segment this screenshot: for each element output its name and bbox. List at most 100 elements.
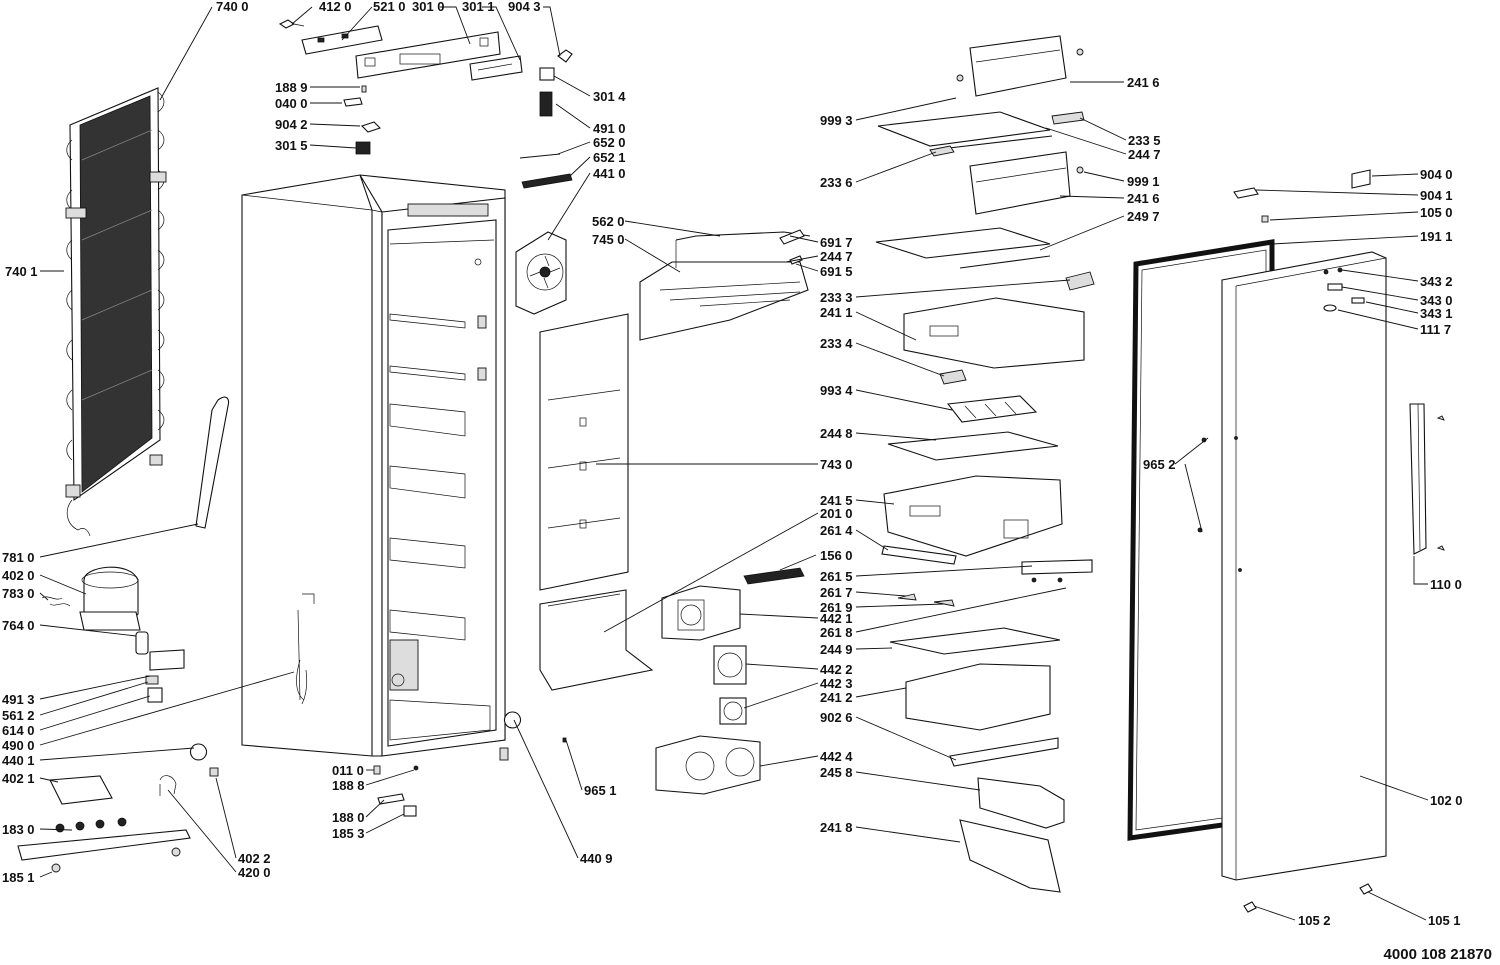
top-electronics-parts <box>278 19 523 81</box>
callout-label: 441 0 <box>593 166 626 181</box>
callout-label: 904 1 <box>1420 188 1453 203</box>
callout-label: 902 6 <box>820 710 853 725</box>
callout-label: 241 5 <box>820 493 853 508</box>
callout-label: 244 8 <box>820 426 853 441</box>
callout-label: 491 3 <box>2 692 35 707</box>
condenser-part <box>65 87 167 537</box>
callout-label: 490 0 <box>2 738 35 753</box>
callout-label: 241 6 <box>1127 191 1160 206</box>
fan-modules-parts <box>655 567 805 795</box>
callout-label: 241 8 <box>820 820 853 835</box>
leader-lines <box>39 6 1429 921</box>
callout-label: 764 0 <box>2 618 35 633</box>
rear-panel-part <box>539 313 629 591</box>
callout-label: 561 2 <box>2 708 35 723</box>
callout-label: 244 7 <box>1128 147 1161 162</box>
hinge-parts <box>1233 169 1373 913</box>
callout-label: 904 3 <box>508 0 541 14</box>
callout-label: 105 2 <box>1298 913 1331 928</box>
callout-label: 188 0 <box>332 810 365 825</box>
callout-label: 244 7 <box>820 249 853 264</box>
callout-label: 740 1 <box>5 264 38 279</box>
door-part <box>1221 251 1387 881</box>
callout-label: 783 0 <box>2 586 35 601</box>
callout-label: 412 0 <box>319 0 352 14</box>
callout-label: 691 5 <box>820 264 853 279</box>
callout-label: 105 1 <box>1428 913 1461 928</box>
drawing-number: 4000 108 21870 <box>1383 946 1492 963</box>
callout-label: 301 5 <box>275 138 308 153</box>
callout-label: 233 3 <box>820 290 853 305</box>
callout-label: 241 6 <box>1127 75 1160 90</box>
callout-label: 781 0 <box>2 550 35 565</box>
callout-label: 185 1 <box>2 870 35 885</box>
callout-labels: 740 0 412 0 521 0 301 0 301 1 904 3 188 … <box>2 0 1463 928</box>
evaporator-part <box>639 229 811 341</box>
callout-label: 233 4 <box>820 336 853 351</box>
fan-motor-part <box>515 231 567 315</box>
callout-label: 904 2 <box>275 117 308 132</box>
callout-label: 402 0 <box>2 568 35 583</box>
callout-label: 442 2 <box>820 662 853 677</box>
bottom-small-parts <box>373 711 567 817</box>
callout-label: 442 1 <box>820 611 853 626</box>
callout-label: 261 7 <box>820 585 853 600</box>
door-handle-part <box>1409 403 1445 555</box>
callout-label: 343 2 <box>1420 274 1453 289</box>
callout-label: 652 1 <box>593 150 626 165</box>
callout-label: 402 1 <box>2 771 35 786</box>
callout-label: 965 1 <box>584 783 617 798</box>
callout-label: 188 9 <box>275 80 308 95</box>
callout-label: 745 0 <box>592 232 625 247</box>
callout-label: 904 0 <box>1420 167 1453 182</box>
callout-label: 440 9 <box>580 851 613 866</box>
callout-label: 740 0 <box>216 0 249 14</box>
callout-label: 691 7 <box>820 235 853 250</box>
callout-label: 111 7 <box>1420 322 1451 337</box>
callout-label: 245 8 <box>820 765 853 780</box>
callout-label: 249 7 <box>1127 209 1160 224</box>
compressor-parts <box>17 566 315 873</box>
callout-label: 343 1 <box>1420 306 1453 321</box>
callout-label: 420 0 <box>238 865 271 880</box>
shelves-and-drawers-parts <box>875 35 1095 893</box>
callout-label: 185 3 <box>332 826 365 841</box>
callout-label: 011 0 <box>332 763 364 778</box>
callout-label: 402 2 <box>238 851 271 866</box>
callout-label: 993 4 <box>820 383 853 398</box>
callout-label: 233 5 <box>1128 133 1161 148</box>
callout-label: 491 0 <box>593 121 626 136</box>
callout-label: 965 2 <box>1143 457 1176 472</box>
callout-label: 614 0 <box>2 723 35 738</box>
callout-label: 743 0 <box>820 457 853 472</box>
callout-label: 301 0 <box>412 0 445 14</box>
callout-label: 442 4 <box>820 749 853 764</box>
callout-label: 191 1 <box>1420 229 1453 244</box>
drier-tube-part <box>195 396 230 529</box>
callout-label: 999 1 <box>1127 174 1160 189</box>
callout-label: 301 4 <box>593 89 626 104</box>
callout-label: 156 0 <box>820 548 853 563</box>
callout-label: 188 8 <box>332 778 365 793</box>
callout-label: 233 6 <box>820 175 853 190</box>
callout-label: 110 0 <box>1430 577 1462 592</box>
callout-label: 241 2 <box>820 690 853 705</box>
callout-label: 652 0 <box>593 135 626 150</box>
callout-label: 261 9 <box>820 600 853 615</box>
callout-label: 201 0 <box>820 506 853 521</box>
lower-duct-part <box>539 589 654 691</box>
callout-label: 261 4 <box>820 523 853 538</box>
callout-label: 040 0 <box>275 96 308 111</box>
callout-label: 244 9 <box>820 642 853 657</box>
callout-label: 442 3 <box>820 676 853 691</box>
callout-label: 102 0 <box>1430 793 1463 808</box>
callout-label: 521 0 <box>373 0 406 14</box>
cabinet-part <box>241 174 506 757</box>
callout-label: 261 5 <box>820 569 853 584</box>
callout-label: 183 0 <box>2 822 35 837</box>
callout-label: 562 0 <box>592 214 625 229</box>
callout-label: 343 0 <box>1420 293 1453 308</box>
callout-label: 999 3 <box>820 113 853 128</box>
callout-label: 440 1 <box>2 753 35 768</box>
